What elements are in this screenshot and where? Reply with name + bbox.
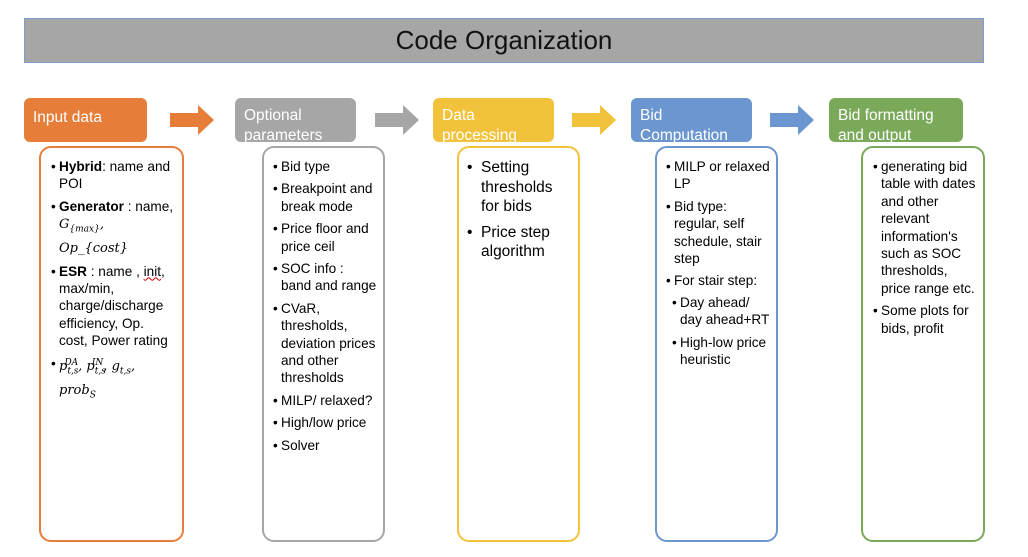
optional-item: •SOC info : band and range [273,261,377,294]
processing-item: •Setting thresholds for bids [467,159,553,215]
arrow-right-icon [170,105,214,135]
input-item-hybrid: •Hybrid: name and POI [51,159,171,192]
optional-item: •Breakpoint and break mode [273,181,373,214]
processing-item: •Price step algorithm [467,223,550,261]
bid-formatting-box: • generating bid table with dates and ot… [861,146,985,542]
output-item: • generating bid table with dates and ot… [873,159,976,296]
generator-math: G{max}, Op_{cost} [59,217,129,257]
computation-item: •MILP or relaxed LP [666,159,770,192]
computation-item: •For stair step: •Day ahead/ day ahead+R… [666,273,770,369]
output-item: •Some plots for bids, profit [873,303,969,336]
bid-formatting-list: • generating bid table with dates and ot… [873,158,977,337]
optional-item: •Solver [273,437,320,453]
probabilities-math: pt,sDA, pt,sIN, gt,s,probS [59,357,136,401]
input-item-probabilities: •pt,sDA, pt,sIN, gt,s,probS [51,355,136,401]
optional-item: •Price floor and price ceil [273,221,369,254]
optional-item: •MILP/ relaxed? [273,392,373,408]
computation-sub-item: •High-low price heuristic [672,334,767,368]
input-data-header-label: Input data [33,109,102,126]
input-data-list: •Hybrid: name and POI •Generator : name,… [51,158,176,405]
arrow-right-icon [770,105,814,135]
arrow-right-icon [375,105,419,135]
input-item-generator: •Generator : name, G{max}, Op_{cost} [51,198,174,257]
computation-item: •Bid type: regular, self schedule, stair… [666,198,762,267]
computation-sub-list: •Day ahead/ day ahead+RT •High-low price… [672,294,770,369]
input-data-box: •Hybrid: name and POI •Generator : name,… [39,146,184,542]
optional-parameters-list: •Bid type •Breakpoint and break mode •Pr… [273,158,377,454]
optional-parameters-box: •Bid type •Breakpoint and break mode •Pr… [262,146,385,542]
optional-item: •Bid type [273,159,331,174]
computation-sub-item: •Day ahead/ day ahead+RT [672,294,770,328]
input-item-esr: •ESR : name , init, max/min, charge/disc… [51,263,168,349]
bid-computation-box: •MILP or relaxed LP •Bid type: regular, … [655,146,778,542]
optional-item: •CVaR, thresholds, deviation prices and … [273,300,376,386]
input-data-header: Input data [24,98,147,142]
diagram-title: Code Organization [24,18,984,63]
arrow-right-icon [572,105,616,135]
data-processing-list: •Setting thresholds for bids •Price step… [467,158,572,262]
bid-computation-list: •MILP or relaxed LP •Bid type: regular, … [666,158,770,368]
optional-item: •High/low price [273,415,367,431]
data-processing-box: •Setting thresholds for bids •Price step… [457,146,580,542]
